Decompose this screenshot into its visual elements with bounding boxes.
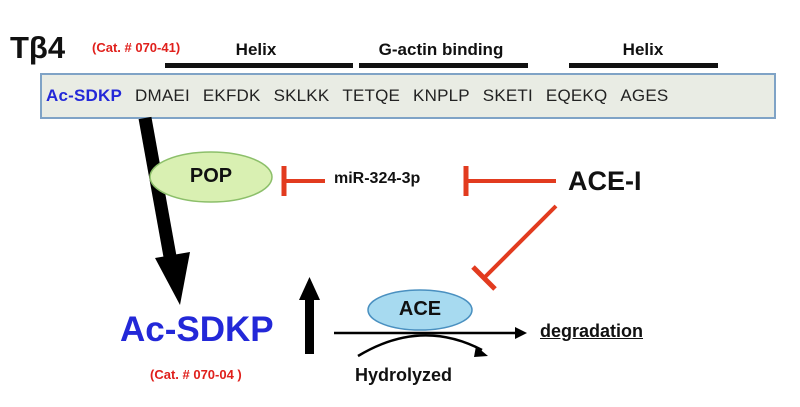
sequence-segment: SKETI [482, 86, 533, 105]
sequence-box: Ac-SDKP DMAEI EKFDK SKLKK TETQE KNPLP SK… [40, 73, 776, 119]
ace-inhibitor-label: ACE-I [568, 166, 642, 196]
acei-ace-inhibition-bar [471, 265, 497, 291]
cleavage-arrow-head [155, 252, 190, 305]
sequence-segment: KNPLP [413, 86, 470, 105]
ace-oval [367, 289, 473, 331]
protein-catalog-number: (Cat. # 070-41) [92, 40, 181, 55]
acei-ace-inhibition-line [482, 204, 558, 280]
sequence-segment: EKFDK [202, 86, 261, 105]
product-catalog-number: (Cat. # 070-04 ) [150, 367, 242, 382]
protein-title: Tβ4 [10, 30, 66, 65]
sequence-segment: AGES [620, 86, 669, 105]
g-actin-binding-bar [359, 63, 528, 68]
pop-label: POP [189, 165, 233, 187]
degradation-label: degradation [540, 321, 644, 341]
increase-arrow-head [299, 277, 320, 300]
helix-label-1: Helix [235, 40, 277, 59]
helix-bar-2 [569, 63, 718, 68]
mirna-label: miR-324-3p [334, 170, 421, 187]
increase-arrow-shaft [305, 298, 314, 354]
hydrolyzed-curve [357, 334, 483, 358]
sequence-segment: DMAEI [135, 86, 190, 105]
ace-label: ACE [398, 298, 442, 320]
hydrolyzed-label: Hydrolyzed [355, 365, 453, 385]
sequence-segment-acsdkp: Ac-SDKP [46, 86, 123, 105]
degradation-arrow-head [515, 327, 527, 339]
helix-bar-1 [165, 63, 353, 68]
sequence-segment: EQEKQ [545, 86, 608, 105]
sequence-segment: TETQE [342, 86, 401, 105]
product-label: Ac-SDKP [120, 310, 274, 349]
sequence-segment: SKLKK [273, 86, 330, 105]
g-actin-binding-label: G-actin binding [378, 40, 504, 59]
pop-oval [149, 151, 273, 203]
helix-label-2: Helix [622, 40, 664, 59]
hydrolyzed-curve-head [474, 346, 488, 357]
